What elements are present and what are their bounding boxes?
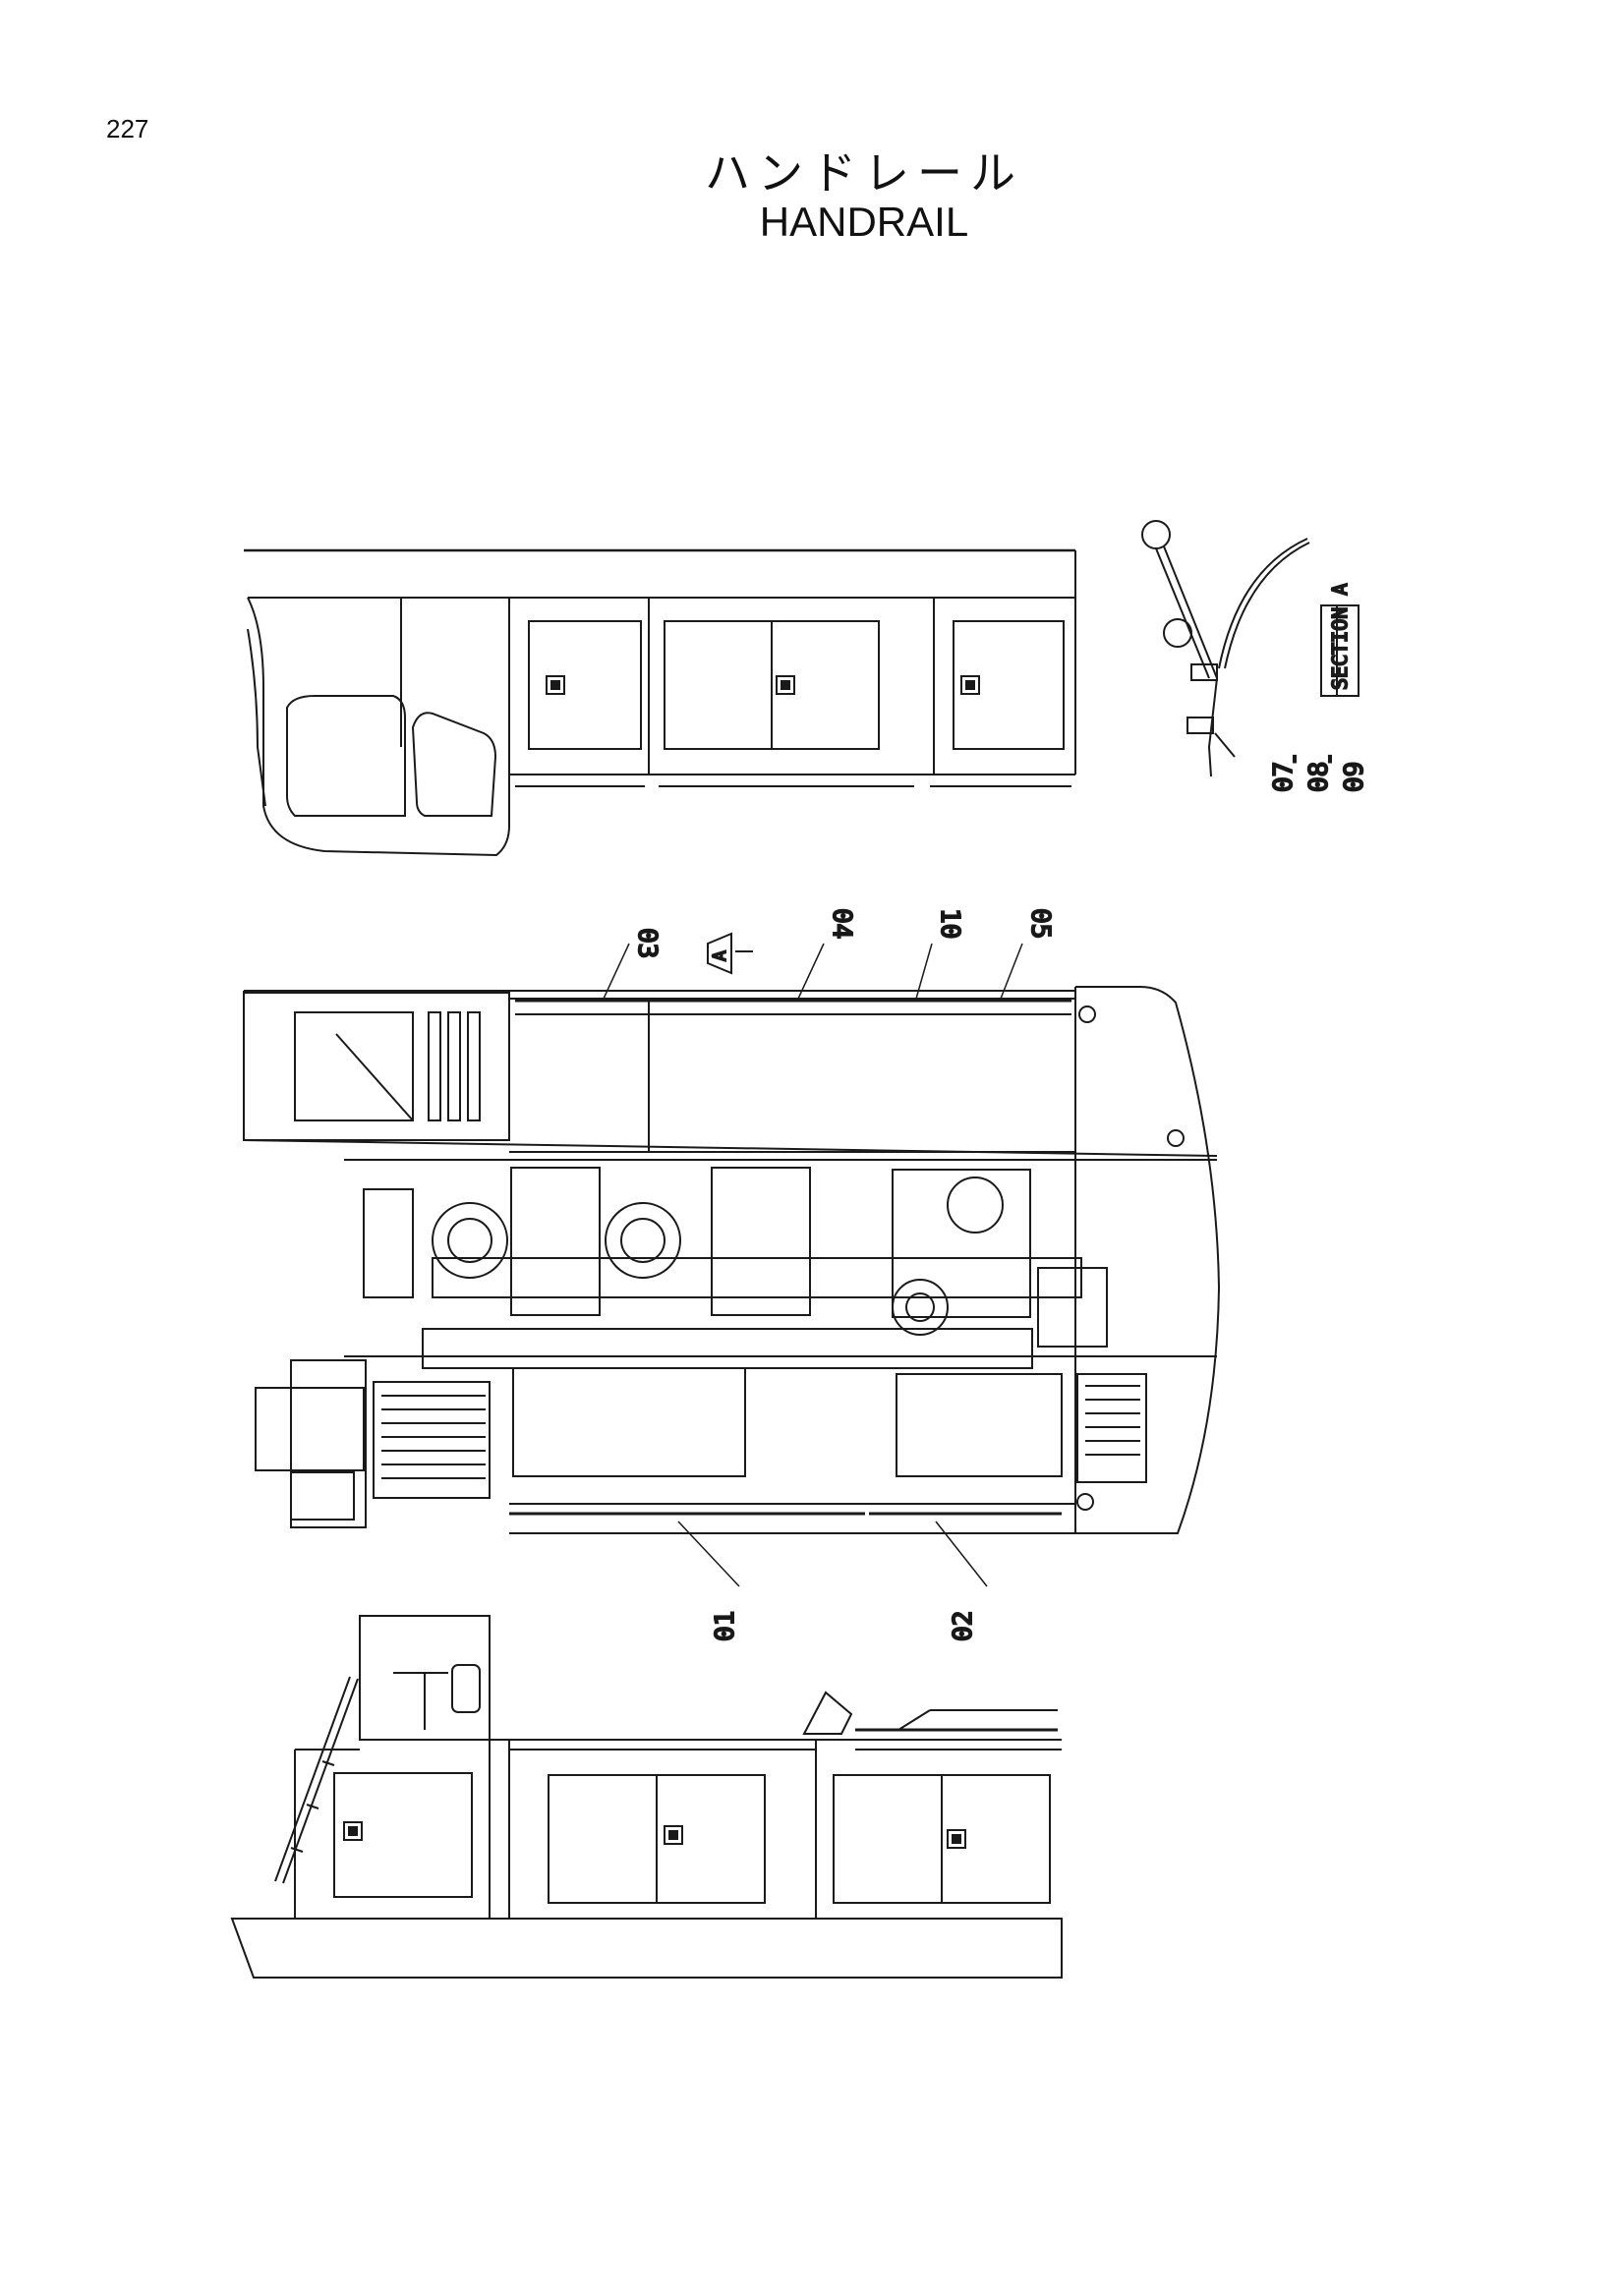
callout-separator: - (1314, 751, 1344, 767)
lock-icon (343, 1821, 363, 1841)
callout-02: 02 (949, 1611, 978, 1641)
lock-icon (546, 675, 565, 695)
section-a-detail (1141, 520, 1360, 777)
lock-icon (664, 1825, 683, 1845)
callout-09: 09 (1340, 762, 1369, 792)
callout-07: 07 (1269, 762, 1299, 792)
lock-icon (960, 675, 980, 695)
plan-view (243, 986, 1221, 1534)
callout-08: 08 (1304, 762, 1334, 792)
page-title-japanese: ハンドレール (705, 146, 1023, 200)
bottom-side-view (230, 1615, 1063, 1979)
lock-icon (947, 1829, 966, 1849)
section-a-label: SECTION A (1328, 584, 1352, 690)
top-side-view (244, 548, 1076, 857)
callout-01: 01 (711, 1611, 740, 1641)
lock-icon (776, 675, 795, 695)
arrow-view-icon (707, 932, 753, 975)
callout-05: 05 (1025, 908, 1055, 939)
callout-10: 10 (935, 908, 964, 939)
callout-04: 04 (827, 908, 856, 939)
page-number: 227 (106, 114, 149, 144)
callout-03: 03 (632, 928, 662, 958)
page-title-english: HANDRAIL (759, 199, 969, 245)
callout-separator: - (1279, 751, 1308, 767)
view-marker-a: A (710, 950, 730, 961)
